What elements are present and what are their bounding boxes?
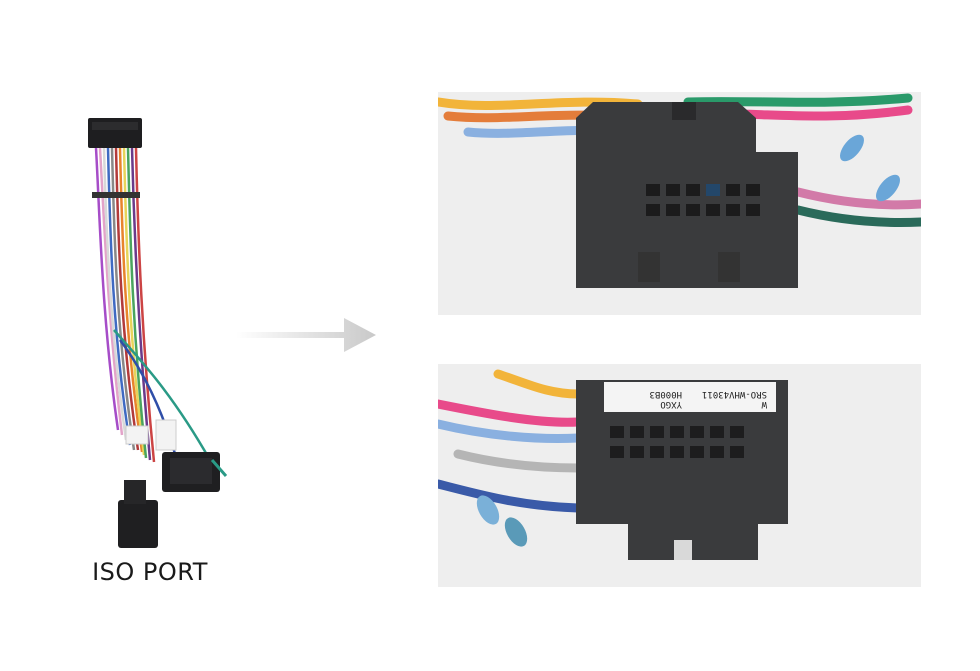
label-line-2: SRO-WHV43011 [702,389,767,399]
right-arrow-icon [236,314,378,356]
bottom-left-connector [118,500,158,548]
pin-grid-top [646,184,760,216]
wire-bundle [94,147,212,481]
label-line-3: YXGO [660,399,682,409]
iso-port-caption: ISO PORT [92,558,208,586]
harness-drawing [88,118,228,548]
connector-photo-bottom: W SRO-WHV43011 YXGO H000B3 [438,364,921,587]
zip-tie [92,192,140,198]
connector-photo-top [438,92,921,315]
wiring-harness-image [30,100,250,570]
label-line-4: H000B3 [649,389,682,399]
label-line-1: W [761,399,767,409]
pin-grid-bottom [610,426,744,458]
